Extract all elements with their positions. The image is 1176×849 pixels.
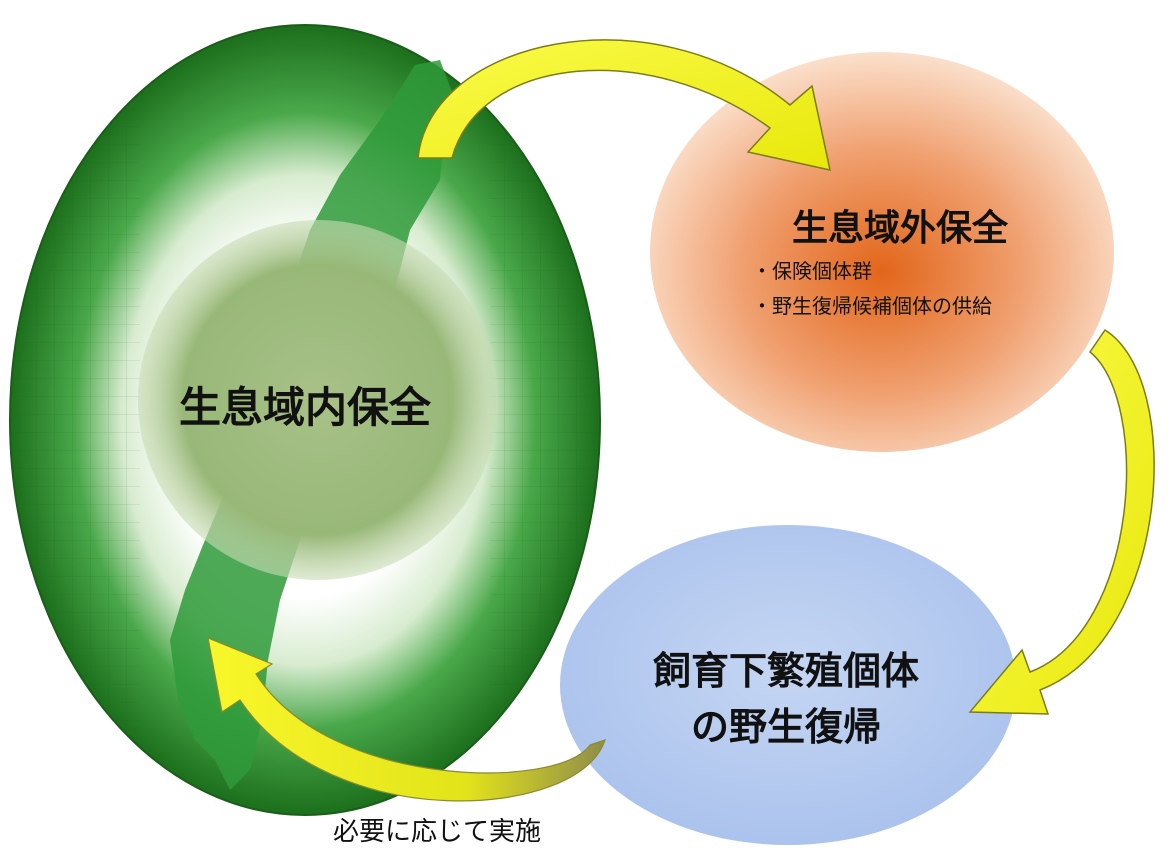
in-situ-inner-circle — [138, 220, 498, 580]
in-situ-node: 生息域内保全 — [9, 24, 601, 816]
ex-situ-title: 生息域外保全 — [792, 207, 1009, 249]
note-label: 必要に応じて実施 — [333, 817, 541, 847]
arrow-reintroduction-to-in-situ — [207, 637, 606, 802]
arrow-in-situ-to-ex-situ — [417, 39, 831, 171]
ex-situ-circle — [650, 52, 1114, 452]
ex-situ-bullet-1: ・保険個体群 — [752, 259, 872, 283]
reintroduction-node: 飼育下繁殖個体 の野生復帰 — [560, 525, 1016, 845]
arrow-ex-situ-to-reintroduction — [968, 328, 1155, 715]
ex-situ-bullet-2: ・野生復帰候補個体の供給 — [752, 294, 992, 318]
reintroduction-line-1: 飼育下繁殖個体 — [653, 649, 919, 693]
ex-situ-node: 生息域外保全 ・保険個体群 ・野生復帰候補個体の供給 — [650, 52, 1114, 452]
reintroduction-oval — [560, 525, 1016, 845]
in-situ-title: 生息域内保全 — [179, 383, 432, 432]
reintroduction-line-2: の野生復帰 — [691, 705, 881, 749]
